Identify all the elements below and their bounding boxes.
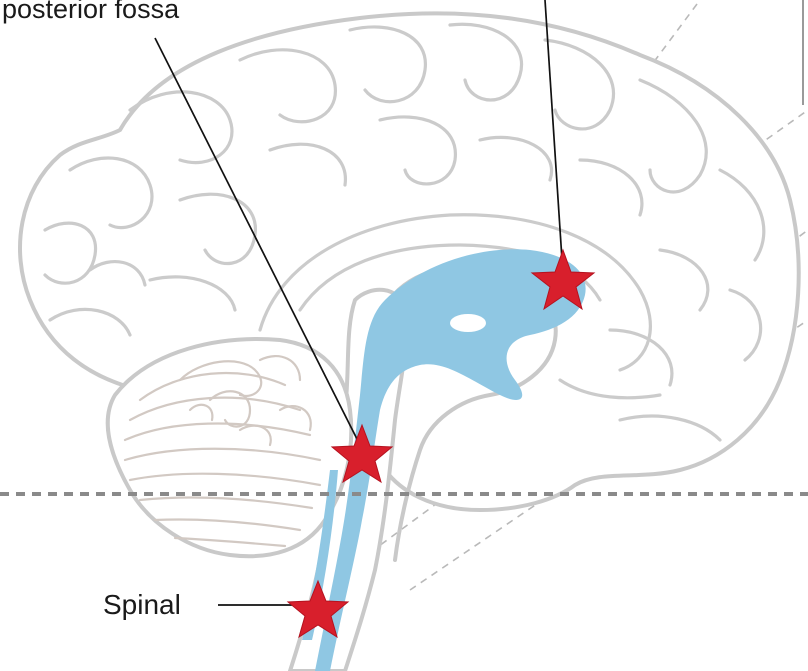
- cerebellum: [108, 339, 351, 556]
- label-spinal: Spinal: [103, 589, 181, 620]
- label-posterior-fossa: posterior fossa: [2, 0, 180, 24]
